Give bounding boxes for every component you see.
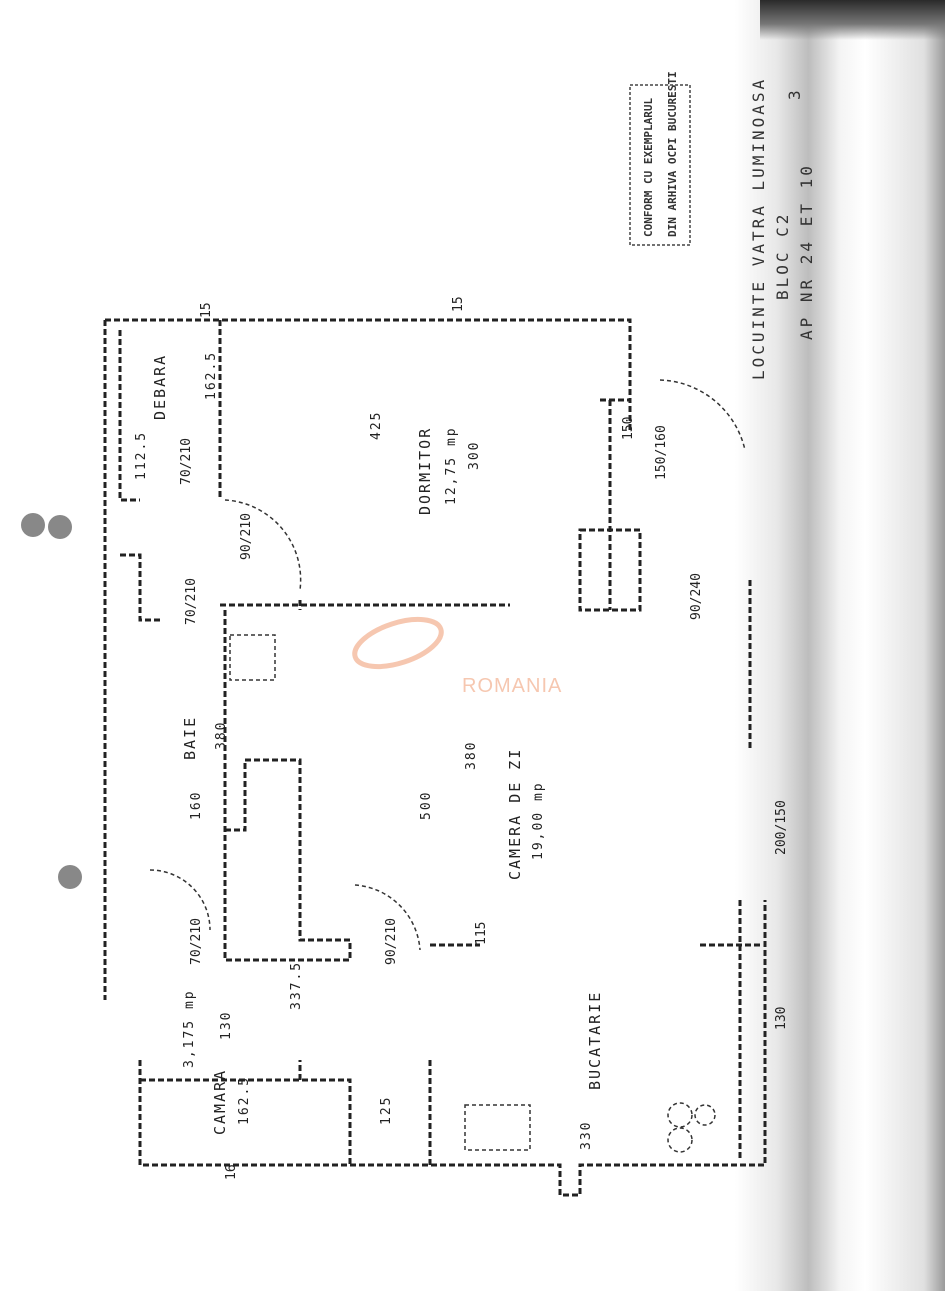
dim-label: 160	[189, 791, 204, 820]
dim-label: 330	[579, 1121, 594, 1150]
apartment-label: AP NR 24 ET 10	[797, 163, 816, 340]
room-baie: BAIE	[181, 716, 199, 760]
dim-label: 115	[474, 922, 489, 945]
page-number: 3	[785, 87, 804, 100]
dim-label: 150/160	[654, 425, 669, 480]
dim-label: 380	[214, 721, 229, 750]
room-dormitor: DORMITOR	[416, 427, 434, 515]
dim-label: 300	[467, 441, 482, 470]
room-area: 3,175 mp	[182, 989, 197, 1068]
sink	[464, 1104, 531, 1151]
dim-label: 70/210	[184, 578, 199, 625]
dim-label: 380	[464, 741, 479, 770]
stove-burner	[667, 1102, 693, 1128]
door-arc	[659, 379, 746, 451]
punch-hole	[48, 515, 72, 539]
dim-label: 16	[224, 1164, 239, 1180]
dim-label: 500	[419, 791, 434, 820]
archive-stamp: CONFORM CU EXEMPLARUL DIN ARHIVA OCPI BU…	[629, 71, 691, 246]
dim-label: 200/150	[774, 800, 789, 855]
stamp-line1: CONFORM CU EXEMPLARUL	[642, 98, 655, 237]
room-camera-de-zi: CAMERA DE ZI	[506, 748, 524, 880]
watermark-logo	[352, 616, 444, 670]
debara-wall	[118, 330, 160, 622]
punch-hole	[58, 865, 82, 889]
dim-label: 130	[219, 1011, 234, 1040]
stove-burner	[667, 1127, 693, 1153]
dim-label: 15	[451, 296, 466, 312]
door-arc	[224, 499, 302, 591]
stamp-line2: DIN ARHIVA OCPI BUCURESTI	[666, 71, 679, 237]
dim-label: 70/210	[189, 918, 204, 965]
dim-label: 90/210	[239, 513, 254, 560]
dim-label: 130	[774, 1007, 789, 1030]
camara-wall	[140, 1060, 352, 1165]
paper-curl	[735, 0, 945, 1291]
dim-label: 112.5	[134, 431, 149, 480]
room-area: 12,75 mp	[444, 426, 459, 505]
door-arc	[354, 884, 421, 951]
dim-label: 150	[621, 417, 636, 440]
room-debara: DEBARA	[151, 354, 169, 420]
room-area: 19,00 mp	[531, 781, 546, 860]
dim-label: 425	[369, 411, 384, 440]
dim-label: 90/240	[689, 573, 704, 620]
partition-wall	[578, 398, 642, 612]
block-label: BLOC C2	[773, 212, 792, 300]
stove-burner	[694, 1104, 716, 1126]
watermark-text: ROMANIA	[462, 675, 562, 697]
outer-wall	[103, 318, 767, 1197]
dim-label: 337.5	[289, 961, 304, 1010]
baie-wall	[223, 610, 352, 962]
dim-label: 162.5	[237, 1076, 252, 1125]
dim-label: 70/210	[179, 438, 194, 485]
dim-label: 125	[379, 1096, 394, 1125]
paper-shadow	[760, 0, 945, 40]
punch-hole	[21, 513, 45, 537]
dim-label: 90/210	[384, 918, 399, 965]
dim-label: 15	[199, 302, 214, 318]
dim-label: 162.5	[204, 351, 219, 400]
toilet	[229, 634, 276, 681]
project-title: LOCUINTE VATRA LUMINOASA	[749, 77, 768, 380]
room-bucatarie: BUCATARIE	[586, 991, 604, 1090]
room-camara: CAMARA	[211, 1069, 229, 1135]
dormitor-wall	[218, 320, 510, 610]
